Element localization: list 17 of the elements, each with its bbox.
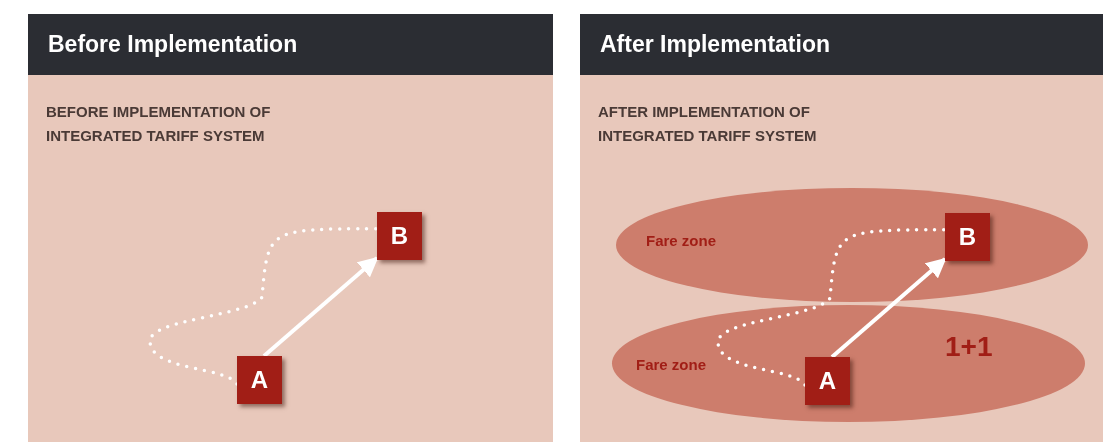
arrow (830, 257, 947, 359)
panel-subtitle: AFTER IMPLEMENTATION OF INTEGRATED TARIFF SYSTEM (598, 102, 818, 146)
dotted-route-line (716, 228, 947, 387)
panel-header: Before Implementation (28, 14, 553, 75)
dotted-route-line (148, 227, 379, 386)
location-marker: A (237, 356, 282, 404)
panel (28, 14, 553, 442)
zone-label: Fare zone (636, 356, 707, 373)
fare-count: 1+1 (945, 331, 993, 363)
panel-subtitle: BEFORE IMPLEMENTATION OF INTEGRATED TARIFF SYSTEM (46, 102, 272, 146)
location-marker: B (945, 213, 990, 261)
arrow (262, 256, 379, 358)
zone-label: Fare zone (646, 232, 717, 249)
panel (580, 14, 1103, 442)
location-marker: A (805, 357, 850, 405)
panel-header: After Implementation (580, 14, 1103, 75)
location-marker: B (377, 212, 422, 260)
